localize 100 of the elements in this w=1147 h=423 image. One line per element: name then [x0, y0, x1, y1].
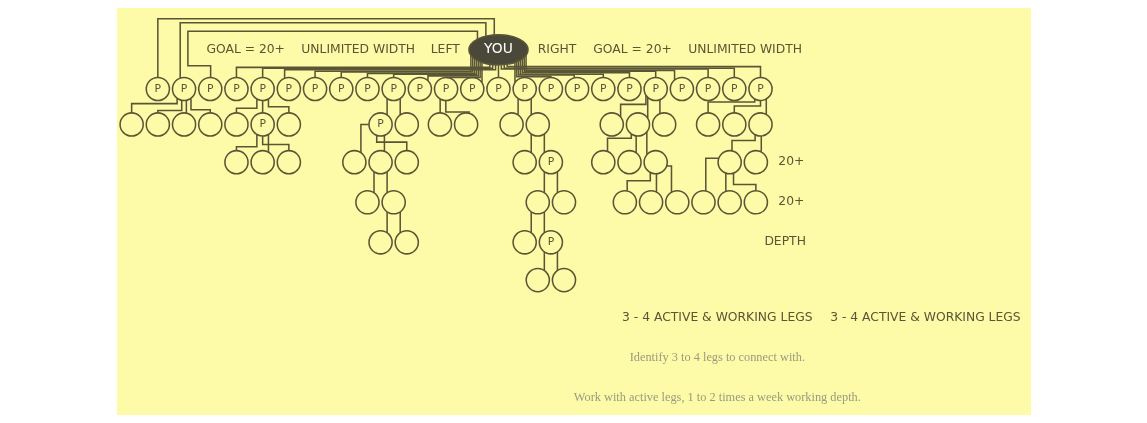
connector	[733, 99, 761, 114]
node-circle	[498, 112, 524, 137]
node-circle	[616, 149, 642, 175]
node-circle	[524, 189, 550, 215]
label: 3 - 4 ACTIVE & WORKING LEGS	[621, 309, 813, 324]
node-circle	[716, 189, 742, 215]
node-circle: P	[249, 76, 275, 102]
node-circle: P	[616, 76, 642, 102]
label: DEPTH	[763, 234, 806, 249]
node-circle: P	[223, 76, 249, 102]
connector	[732, 172, 757, 192]
connector	[340, 56, 473, 79]
node-circle: P	[747, 76, 773, 102]
node-circle	[171, 112, 196, 137]
node-circle	[427, 112, 452, 137]
node-circle: P	[328, 76, 354, 102]
node-circle: P	[249, 112, 275, 137]
connector	[724, 172, 727, 193]
connector	[543, 251, 545, 272]
connector	[189, 97, 211, 114]
label: RIGHT	[537, 41, 576, 56]
connector	[655, 173, 657, 193]
label: GOAL = 20+	[205, 41, 285, 56]
node-ellipse: YOU	[467, 33, 529, 66]
connector	[398, 211, 401, 234]
connector	[130, 97, 178, 114]
connector	[645, 131, 648, 156]
connector	[385, 97, 388, 116]
node-circle	[197, 112, 223, 137]
connector	[156, 99, 182, 114]
node-circle	[511, 149, 537, 175]
node-circle	[747, 112, 773, 137]
node-circle	[638, 189, 663, 215]
node-circle: P	[276, 76, 301, 102]
node-circle: P	[695, 76, 720, 102]
node-circle	[598, 112, 624, 137]
connector	[625, 171, 651, 192]
node-circle: P	[485, 76, 511, 102]
label: Work with active legs, 1 to 2 times a week working depth.	[573, 389, 861, 404]
node-circle	[524, 267, 550, 293]
connector	[426, 60, 479, 82]
connector	[186, 30, 478, 79]
connector	[543, 211, 545, 234]
connector	[359, 123, 370, 154]
connector	[543, 133, 545, 154]
connector	[658, 99, 661, 115]
node-circle	[367, 149, 393, 175]
node-circle: P	[538, 230, 563, 255]
node-circle	[453, 112, 478, 137]
node-circle	[625, 112, 650, 137]
node-circle: P	[302, 76, 327, 102]
node-circle	[551, 267, 576, 293]
connector	[760, 135, 762, 153]
connector	[706, 98, 755, 114]
node-circle	[145, 112, 170, 137]
connector	[524, 54, 675, 81]
connector	[444, 99, 470, 114]
label: 20+	[777, 154, 804, 169]
node-circle	[380, 189, 406, 215]
connector	[522, 56, 656, 78]
node-circle	[642, 149, 668, 175]
node-circle	[223, 149, 249, 175]
connector	[372, 171, 375, 194]
connector	[267, 98, 290, 114]
label: 3 - 4 ACTIVE & WORKING LEGS	[829, 309, 1021, 324]
node-circle	[743, 149, 768, 175]
connector	[619, 94, 647, 118]
connector	[398, 97, 401, 116]
node-circle	[524, 112, 550, 137]
node-circle: P	[538, 149, 563, 175]
node-circle: P	[721, 76, 747, 102]
node-circle	[354, 189, 380, 215]
connector	[392, 59, 477, 78]
label: UNLIMITED WIDTH	[300, 41, 415, 56]
label: Identify 3 to 4 legs to connect with.	[629, 349, 805, 364]
node-circle	[393, 230, 419, 255]
node-circle	[695, 112, 720, 137]
label: 20+	[777, 194, 804, 209]
connector	[665, 165, 672, 193]
node-circle: P	[538, 76, 563, 102]
node-circle: P	[367, 112, 393, 137]
node-circle	[393, 112, 419, 137]
connector	[366, 58, 475, 78]
label: LEFT	[430, 41, 460, 56]
connector	[385, 171, 388, 194]
node-circle: P	[511, 76, 537, 102]
node-circle: P	[354, 76, 380, 102]
node-circle	[511, 230, 537, 255]
connector	[704, 157, 719, 192]
node-circle: P	[407, 76, 432, 102]
connector	[513, 61, 516, 84]
connector	[516, 97, 519, 116]
node-circle	[664, 189, 690, 215]
connector	[529, 97, 532, 116]
node-circle: P	[669, 76, 694, 102]
node-circle	[393, 149, 419, 175]
connector	[480, 61, 483, 84]
connector	[529, 133, 532, 154]
node-circle	[721, 112, 747, 137]
node-circle	[551, 189, 576, 215]
